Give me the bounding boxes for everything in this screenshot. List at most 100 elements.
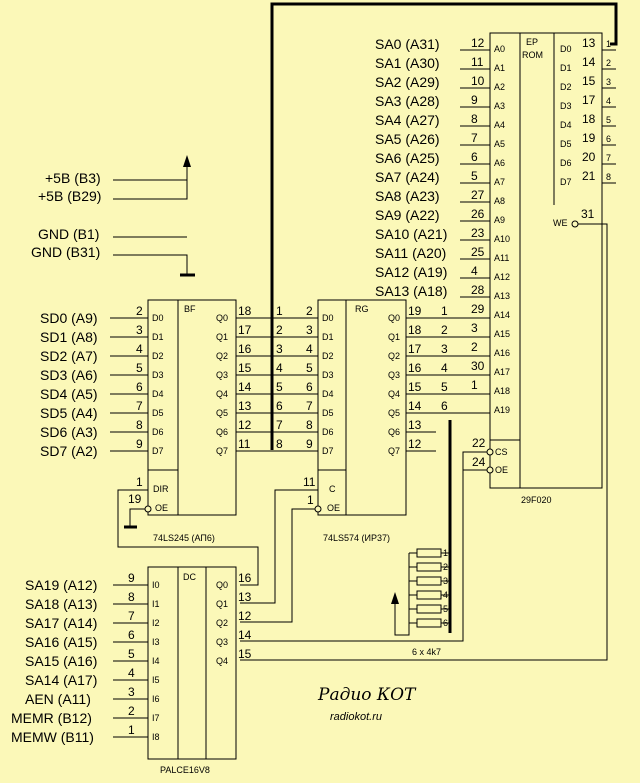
bf-part: 74LS245 (АП6) [153, 533, 215, 543]
dc-title: DC [183, 572, 196, 582]
watermark-url: radiokot.ru [330, 711, 382, 723]
bf-dir-label: DIR [153, 484, 169, 494]
rg-input-name: D3 [322, 370, 334, 380]
rg-output-name: Q6 [388, 427, 400, 437]
eprom-address-name: A17 [494, 367, 510, 377]
net-index: 4 [441, 361, 448, 375]
dc-output-name: Q2 [216, 618, 228, 628]
pin-number: 30 [471, 359, 485, 373]
eprom-oe-pin: 24 [472, 455, 486, 469]
dc-input-label: MEMW (B11) [11, 729, 94, 745]
pin-number: 4 [471, 264, 478, 278]
dc-input-label: SA16 (A15) [25, 634, 97, 650]
eprom-address-name: A3 [494, 101, 505, 111]
bus-index: 2 [276, 323, 283, 337]
pin-number: 17 [582, 93, 596, 107]
dc-input-name: I4 [152, 656, 160, 666]
rg-output-name: Q3 [388, 370, 400, 380]
pin-number: 14 [582, 55, 596, 69]
pin-number: 4 [136, 342, 143, 356]
data-index: 8 [606, 172, 611, 182]
bf-output-name: Q6 [216, 427, 228, 437]
pin-number: 7 [306, 399, 313, 413]
resistor [416, 562, 442, 572]
eprom-data-name: D3 [560, 101, 572, 111]
pin-number: 2 [136, 304, 143, 318]
dc-input-name: I3 [152, 637, 160, 647]
pin-number: 3 [306, 323, 313, 337]
pin-number: 6 [471, 150, 478, 164]
bf-input-name: D2 [152, 351, 164, 361]
resistor-index: 6 [443, 618, 448, 628]
pin-number: 4 [128, 666, 135, 680]
eprom-address-label: SA10 (A21) [375, 226, 447, 242]
sd-input-label: SD7 (A2) [40, 443, 98, 459]
pin-number: 2 [306, 304, 313, 318]
rg-input-name: D1 [322, 332, 334, 342]
bf-output-name: Q4 [216, 389, 228, 399]
pin-number: 9 [128, 571, 135, 585]
bf-output-name: Q0 [216, 313, 228, 323]
pin-number: 28 [471, 283, 485, 297]
eprom-part: 29F020 [521, 495, 552, 505]
pin-number: 3 [136, 323, 143, 337]
data-index: 2 [606, 58, 611, 68]
eprom-address-label: SA4 (A27) [375, 112, 440, 128]
pin-number: 11 [471, 55, 484, 69]
eprom-address-label: SA9 (A22) [375, 207, 440, 223]
bus-index: 8 [276, 437, 283, 451]
pin-number: 18 [238, 304, 252, 318]
bf-oe-label: OE [155, 503, 168, 513]
dc-input-label: SA19 (A12) [25, 577, 97, 593]
bf-input-name: D3 [152, 370, 164, 380]
bf-output-name: Q7 [216, 446, 228, 456]
pin-number: 3 [128, 685, 135, 699]
data-index: 1 [606, 39, 611, 49]
power-rail-label: +5B (B29) [38, 188, 101, 204]
power-rail-label: +5B (B3) [45, 170, 101, 186]
pin-number: 14 [238, 380, 252, 394]
net-index: 5 [441, 380, 448, 394]
pin-number: 14 [408, 399, 422, 413]
bus-index: 3 [276, 342, 283, 356]
rg-chip: RG 74LS574 (ИР37) C 11 OE 1 [240, 299, 407, 623]
eprom-address-label: SA13 (A18) [375, 283, 447, 299]
eprom-address-label: SA0 (A31) [375, 36, 440, 52]
eprom-data-name: D0 [560, 44, 572, 54]
pin-number: 3 [471, 321, 478, 335]
pin-number: 5 [306, 361, 313, 375]
sd-input-label: SD6 (A3) [40, 424, 98, 440]
bf-input-name: D1 [152, 332, 164, 342]
rg-oe-pin: 1 [307, 493, 314, 507]
sd-input-label: SD5 (A4) [40, 405, 98, 421]
power-section: +5B (B3) +5B (B29) GND (B1) GND (B31) [31, 155, 195, 277]
rg-title: RG [355, 304, 369, 314]
dc-input-label: SA14 (A17) [25, 672, 97, 688]
pin-number: 21 [582, 169, 596, 183]
bus-wire-top [270, 2, 618, 450]
dc-input-name: I7 [152, 713, 160, 723]
rg-c-label: C [329, 484, 336, 494]
dc-input-name: I0 [152, 580, 160, 590]
dc-input-name: I8 [152, 732, 160, 742]
eprom-chip: EP ROM 29F020 WE 31 CS 22 OE 24 [240, 32, 608, 661]
eprom-address-name: A13 [494, 291, 510, 301]
eprom-address-name: A16 [494, 348, 510, 358]
pin-number: 13 [238, 590, 252, 604]
eprom-address-name: A15 [494, 329, 510, 339]
eprom-address-label: SA3 (A28) [375, 93, 440, 109]
eprom-address-name: A10 [494, 234, 510, 244]
eprom-address-label: SA11 (A20) [375, 245, 446, 261]
resistor-index: 5 [443, 604, 448, 614]
pin-number: 17 [238, 323, 252, 337]
pin-number: 5 [128, 647, 135, 661]
dc-input-label: SA18 (A13) [25, 596, 97, 612]
pin-number: 13 [238, 399, 252, 413]
pin-number: 12 [238, 609, 252, 623]
eprom-address-label: SA7 (A24) [375, 169, 440, 185]
